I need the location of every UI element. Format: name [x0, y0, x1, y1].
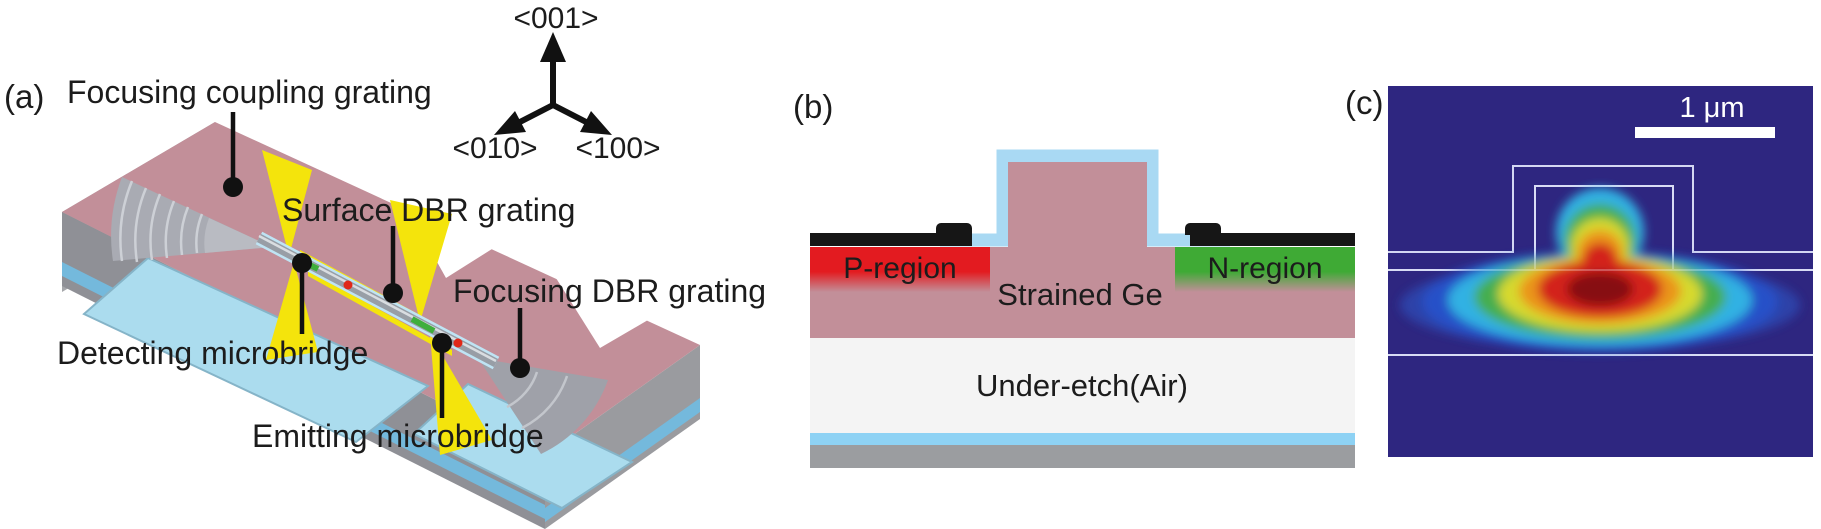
substrate-stripe	[810, 445, 1355, 468]
label-p-region: P-region	[843, 252, 957, 285]
red-marker-1	[343, 280, 353, 290]
under-etch-layer	[810, 338, 1355, 433]
focusing-dbr-grating-shape	[478, 358, 608, 454]
label-focusing-dbr-grating: Focusing DBR grating	[453, 273, 767, 309]
device-notch-2	[556, 278, 648, 348]
mode-profile-image	[1388, 86, 1813, 457]
label-focusing-coupling-grating: Focusing coupling grating	[67, 74, 432, 110]
ridge-oxide-svg	[940, 149, 1230, 280]
p-region-layer	[810, 247, 990, 292]
electrode-left-bump	[936, 223, 972, 235]
panel-b-tag: (b)	[793, 88, 834, 125]
device-underetch-pocket-left	[82, 256, 430, 444]
waveguide-outline-overlay	[1388, 185, 1813, 356]
electrode-right-bump	[1185, 223, 1221, 235]
axis-label-010: <010>	[452, 132, 538, 165]
label-detecting-microbridge: Detecting microbridge	[57, 335, 369, 371]
electrode-left	[810, 233, 972, 246]
optical-mode-blob	[1400, 188, 1800, 352]
axis-label-001: <001>	[513, 2, 599, 35]
callout-dots	[223, 177, 530, 378]
red-marker-2	[453, 338, 463, 348]
focusing-coupling-grating-shape	[111, 177, 273, 263]
axis-arrow-left	[494, 111, 526, 135]
ge-ridge	[1008, 162, 1147, 280]
oxide-outline	[940, 149, 1230, 247]
scale-bar	[1635, 127, 1775, 138]
label-strained-ge: Strained Ge	[997, 277, 1163, 312]
label-emitting-microbridge: Emitting microbridge	[252, 418, 544, 454]
device-3d-schematic	[62, 32, 700, 529]
buried-oxide-stripe	[810, 433, 1355, 445]
label-n-region: N-region	[1207, 252, 1323, 285]
crystal-axes-marker	[494, 32, 612, 135]
axis-arrow-up	[540, 32, 566, 62]
label-surface-dbr-grating: Surface DBR grating	[282, 192, 576, 228]
panel-c-tag: (c)	[1345, 84, 1384, 121]
n-region-layer	[1175, 247, 1355, 292]
axis-arrow-right	[580, 111, 612, 135]
panel-a-tag: (a)	[4, 78, 45, 115]
scale-bar-label: 1 μm	[1679, 92, 1745, 124]
callout-lines	[230, 112, 523, 418]
axis-label-100: <100>	[575, 132, 661, 165]
label-under-etch: Under-etch(Air)	[976, 368, 1188, 403]
electrode-right	[1190, 233, 1355, 246]
